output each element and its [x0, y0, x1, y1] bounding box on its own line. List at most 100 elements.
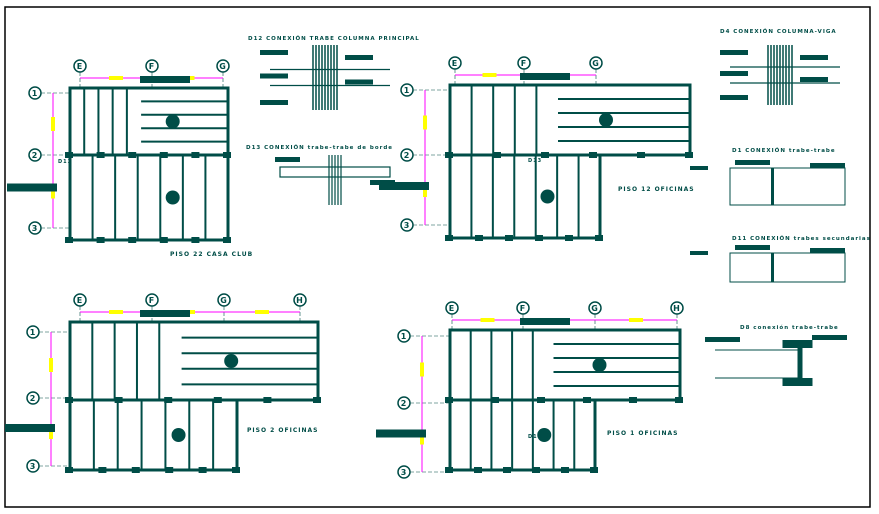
column — [65, 237, 73, 243]
grid-bubble — [145, 59, 159, 73]
dimension-marker — [629, 318, 643, 322]
column — [98, 467, 107, 473]
grid-label-G: G — [591, 304, 599, 313]
grid-label-E: E — [77, 296, 83, 305]
grid-label-3: 3 — [30, 462, 37, 471]
detail-drawing-6 — [705, 335, 847, 386]
grid-bubble — [26, 459, 40, 473]
grid-bubble — [589, 56, 603, 70]
callout-tag — [5, 424, 55, 432]
callout-tag — [260, 73, 288, 79]
opening-mark — [165, 114, 180, 129]
column — [505, 235, 513, 241]
column — [503, 467, 511, 473]
slab-outline — [68, 320, 320, 402]
detail-title-d4: D4 CONEXIÓN COLUMNA-VIGA — [720, 28, 837, 35]
grid-label-1: 1 — [404, 86, 411, 95]
opening-mark — [599, 113, 613, 127]
column — [532, 467, 540, 473]
grid-label-E: E — [449, 304, 455, 313]
grid-label-G: G — [220, 296, 228, 305]
opening-mark — [224, 354, 239, 368]
slab-outline — [448, 83, 692, 157]
grid-bubble — [28, 86, 42, 100]
callout-tag — [275, 157, 300, 162]
callout-tag — [690, 166, 708, 170]
callout-tag — [812, 335, 847, 340]
opening-mark — [592, 358, 607, 372]
grid-label-E: E — [77, 62, 83, 71]
beam-outline — [729, 167, 846, 206]
slab-outline — [68, 153, 230, 242]
grid-label-F: F — [521, 59, 527, 68]
grid-bubble — [216, 59, 230, 73]
connection-details — [260, 45, 847, 386]
callout-tag — [720, 95, 748, 100]
grid-label-H: H — [296, 296, 304, 305]
column — [223, 237, 231, 243]
column — [313, 397, 321, 403]
detail-reference: D13 — [58, 159, 72, 165]
grid-label-E: E — [452, 59, 458, 68]
grid-label-1: 1 — [32, 89, 39, 98]
column — [96, 237, 105, 243]
grid-bubble — [400, 218, 414, 232]
callout-tag — [810, 248, 845, 253]
column — [65, 467, 73, 473]
column — [191, 237, 200, 243]
column — [629, 397, 637, 403]
column — [263, 397, 272, 403]
dimension-marker — [49, 358, 53, 372]
detail-drawing-3 — [720, 45, 840, 105]
callout-tag — [735, 245, 770, 250]
grid-bubble — [397, 329, 411, 343]
grid-bubble — [670, 301, 684, 315]
grid-bubble — [400, 148, 414, 162]
dimension-marker — [423, 115, 427, 130]
slab-outline — [68, 86, 230, 157]
detail-reference: D10 — [528, 434, 542, 440]
callout-tag — [720, 50, 748, 55]
grid-label-2: 2 — [404, 151, 411, 160]
callout-tag — [520, 73, 570, 80]
callout-tag — [720, 71, 748, 76]
beam-outline — [729, 252, 846, 283]
dimension-marker — [109, 310, 123, 314]
detail-drawing-1 — [260, 45, 390, 110]
column — [165, 467, 174, 473]
grid-label-F: F — [520, 304, 526, 313]
slab-outline — [448, 398, 597, 472]
grid-label-H: H — [673, 304, 681, 313]
dimension-marker — [482, 73, 497, 77]
grid-bubble — [217, 293, 231, 307]
grid-label-3: 3 — [32, 224, 39, 233]
grid-bubble — [448, 56, 462, 70]
dimension-marker — [255, 310, 269, 314]
column — [445, 467, 453, 473]
column — [561, 467, 569, 473]
grid-bubble — [588, 301, 602, 315]
detail-drawing-2 — [275, 155, 395, 205]
callout-tag — [705, 337, 740, 342]
callout-tag — [345, 79, 373, 85]
opening-mark — [537, 428, 552, 442]
detail-reference: D13 — [528, 158, 542, 164]
callout-tag — [370, 180, 395, 185]
callout-tag — [735, 160, 770, 165]
grid-label-F: F — [149, 296, 155, 305]
callout-tag — [379, 182, 429, 190]
callout-tag — [140, 76, 190, 83]
callout-tag — [7, 183, 57, 192]
slab-outline — [68, 398, 239, 472]
plan-title-3: PISO 2 OFICINAS — [247, 427, 318, 434]
column — [535, 235, 543, 241]
grid-label-1: 1 — [30, 328, 37, 337]
grid-bubble — [28, 148, 42, 162]
plan-title-4: PISO 1 OFICINAS — [607, 430, 678, 437]
column — [131, 467, 140, 473]
